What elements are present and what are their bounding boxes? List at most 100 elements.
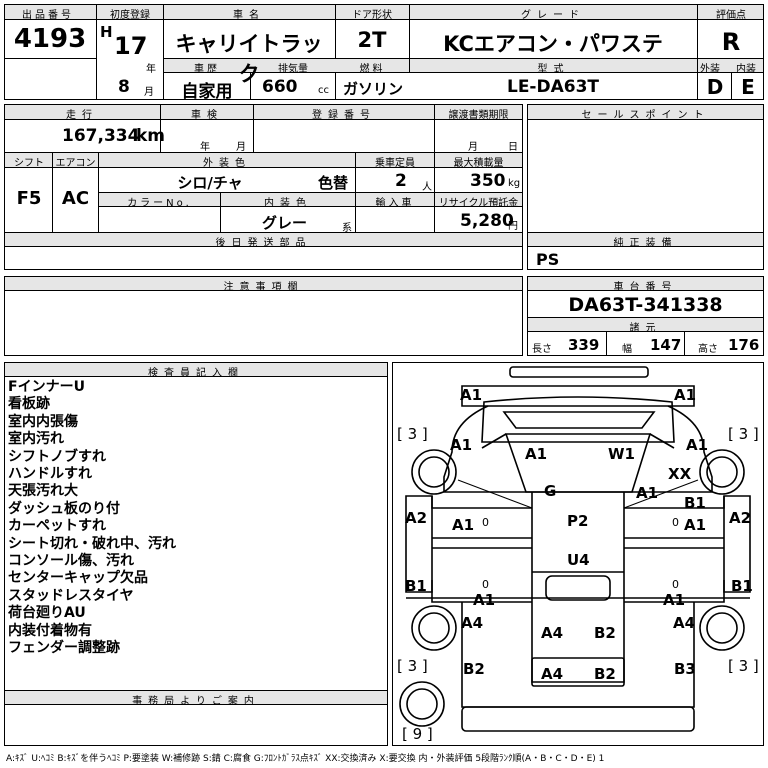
insp-month: 月	[236, 142, 246, 153]
displacement-unit: cc	[318, 85, 329, 96]
width-label: 幅	[622, 344, 632, 355]
color-no-label: カラーNo.	[127, 198, 192, 209]
recycle-label: リサイクル預託金	[438, 198, 519, 209]
door-label: ドア形状	[352, 10, 392, 21]
import-label: 輸入車	[375, 198, 415, 209]
dmg-tailgate-b2: B2	[594, 665, 616, 683]
dmg-windshield-w1: W1	[608, 445, 635, 463]
dmg-spare-bracket: [ 9 ]	[402, 725, 433, 743]
dmg-tr-a1: A1	[674, 386, 697, 404]
truck-outline	[399, 366, 751, 732]
mileage-unit: km	[136, 126, 166, 146]
dmg-left-b2: B2	[463, 660, 485, 678]
top-header-row	[5, 5, 763, 20]
dmg-bottom-right-a1: A1	[663, 591, 686, 609]
reg-month: 8	[118, 77, 130, 97]
note-line: センターキャップ欠品	[8, 570, 148, 587]
dmg-bed-b2: B2	[594, 624, 616, 642]
model-label: 型式	[537, 64, 570, 75]
spec-label: 諸元	[629, 323, 662, 334]
dmg-left-bracket: [ 3 ]	[397, 425, 428, 443]
note-line: スタッドレスタイヤ	[8, 587, 134, 604]
dmg-left-zero: 0	[482, 516, 489, 529]
int-color: グレー	[262, 214, 308, 232]
name-label: 車名	[233, 10, 265, 21]
inspector-label: 検査員記入欄	[148, 368, 244, 379]
note-line: コンソール傷、汚れ	[8, 553, 134, 570]
displacement: 660	[262, 77, 298, 97]
int-label: 内装	[736, 64, 756, 75]
dmg-bed-a4: A4	[541, 624, 564, 642]
dmg-right-b1: B1	[684, 494, 706, 512]
length: 339	[568, 336, 600, 354]
regno-label: 登録番号	[312, 110, 376, 121]
dmg-right-a4: A4	[673, 614, 696, 632]
shift-label: シフト	[14, 158, 44, 169]
inspection-label: 車検	[191, 110, 223, 121]
height: 176	[728, 336, 760, 354]
chassis-no: DA63T-341338	[568, 294, 723, 316]
genuine-label: 純正装備	[613, 238, 678, 249]
car-name: キャリイトラック	[175, 32, 323, 86]
later-parts-label: 後日発送部品	[215, 238, 312, 249]
lot-no-label: 出品番号	[22, 10, 74, 21]
transfer-month: 月	[468, 142, 478, 153]
ext-color-label: 外装色	[203, 158, 251, 169]
dmg-right-b1-2: B1	[731, 577, 753, 595]
fuel: ガソリン	[342, 80, 403, 98]
genuine-equipment: PS	[536, 250, 560, 269]
displacement-label: 排気量	[278, 64, 308, 75]
width: 147	[650, 336, 682, 354]
grade: KCエアコン・パワステ	[443, 32, 663, 56]
transfer-label: 譲渡書類期限	[448, 110, 509, 121]
reg-year: 17	[114, 32, 148, 60]
sales-point-label: セールスポイント	[581, 110, 710, 121]
history-label: 車歴	[194, 64, 220, 75]
dmg-u4: U4	[567, 551, 590, 569]
color-change: 色替	[318, 174, 349, 192]
note-line: 天張汚れ大	[8, 483, 78, 500]
ext-grade: D	[706, 75, 724, 99]
month-unit: 月	[144, 87, 154, 98]
capacity-label: 乗車定員	[375, 158, 415, 169]
office-label: 事務局よりご案内	[132, 696, 260, 707]
note-line: 荷台廻りAU	[8, 605, 86, 622]
top-block	[4, 4, 764, 100]
transfer-day: 日	[508, 142, 518, 153]
dmg-bottom-right-bracket: [ 3 ]	[728, 657, 759, 675]
dmg-p2: P2	[567, 512, 589, 530]
dmg-windshield-a1: A1	[525, 445, 548, 463]
dmg-bottom-left-a1: A1	[473, 591, 496, 609]
dmg-left-b1: B1	[405, 577, 427, 595]
score: R	[721, 28, 741, 56]
int-color-unit: 系	[342, 223, 352, 234]
height-label: 高さ	[698, 344, 718, 355]
dmg-xx: XX	[668, 465, 692, 483]
recycle-fee: 5,280	[460, 211, 514, 231]
load-unit: kg	[508, 178, 521, 189]
note-line: FインナーU	[8, 379, 85, 395]
score-label: 評価点	[716, 10, 746, 21]
dmg-left-a4: A4	[461, 614, 484, 632]
load-label: 最大積載量	[453, 158, 504, 169]
lot-no: 4193	[13, 24, 87, 54]
inspector-block	[4, 362, 388, 746]
dmg-g: G	[544, 482, 557, 500]
int-grade: E	[741, 75, 755, 99]
chassis-label: 車台番号	[613, 282, 678, 293]
note-line: フェンダー調整跡	[8, 640, 120, 657]
fuel-label: 燃料	[359, 64, 386, 75]
note-line: カーペットすれ	[8, 518, 106, 535]
inspector-notes: FインナーU 看板跡 室内内張傷 室内汚れ シフトノブすれ ハンドルすれ 天張汚…	[8, 379, 176, 658]
note-line: ダッシュ板のり付	[8, 500, 120, 517]
mileage: 167,334	[62, 126, 140, 146]
note-line: 内装付着物有	[8, 622, 92, 639]
year-unit: 年	[146, 64, 156, 75]
int-color-label: 内装色	[264, 198, 312, 209]
model: LE-DA63T	[506, 77, 600, 97]
dmg-right-door-a1: A1	[684, 516, 707, 534]
dmg-left-a2: A2	[405, 509, 428, 527]
note-line: シート切れ・破れ中、汚れ	[8, 535, 176, 552]
note-line: 看板跡	[8, 396, 50, 413]
dmg-right-bracket: [ 3 ]	[728, 425, 759, 443]
